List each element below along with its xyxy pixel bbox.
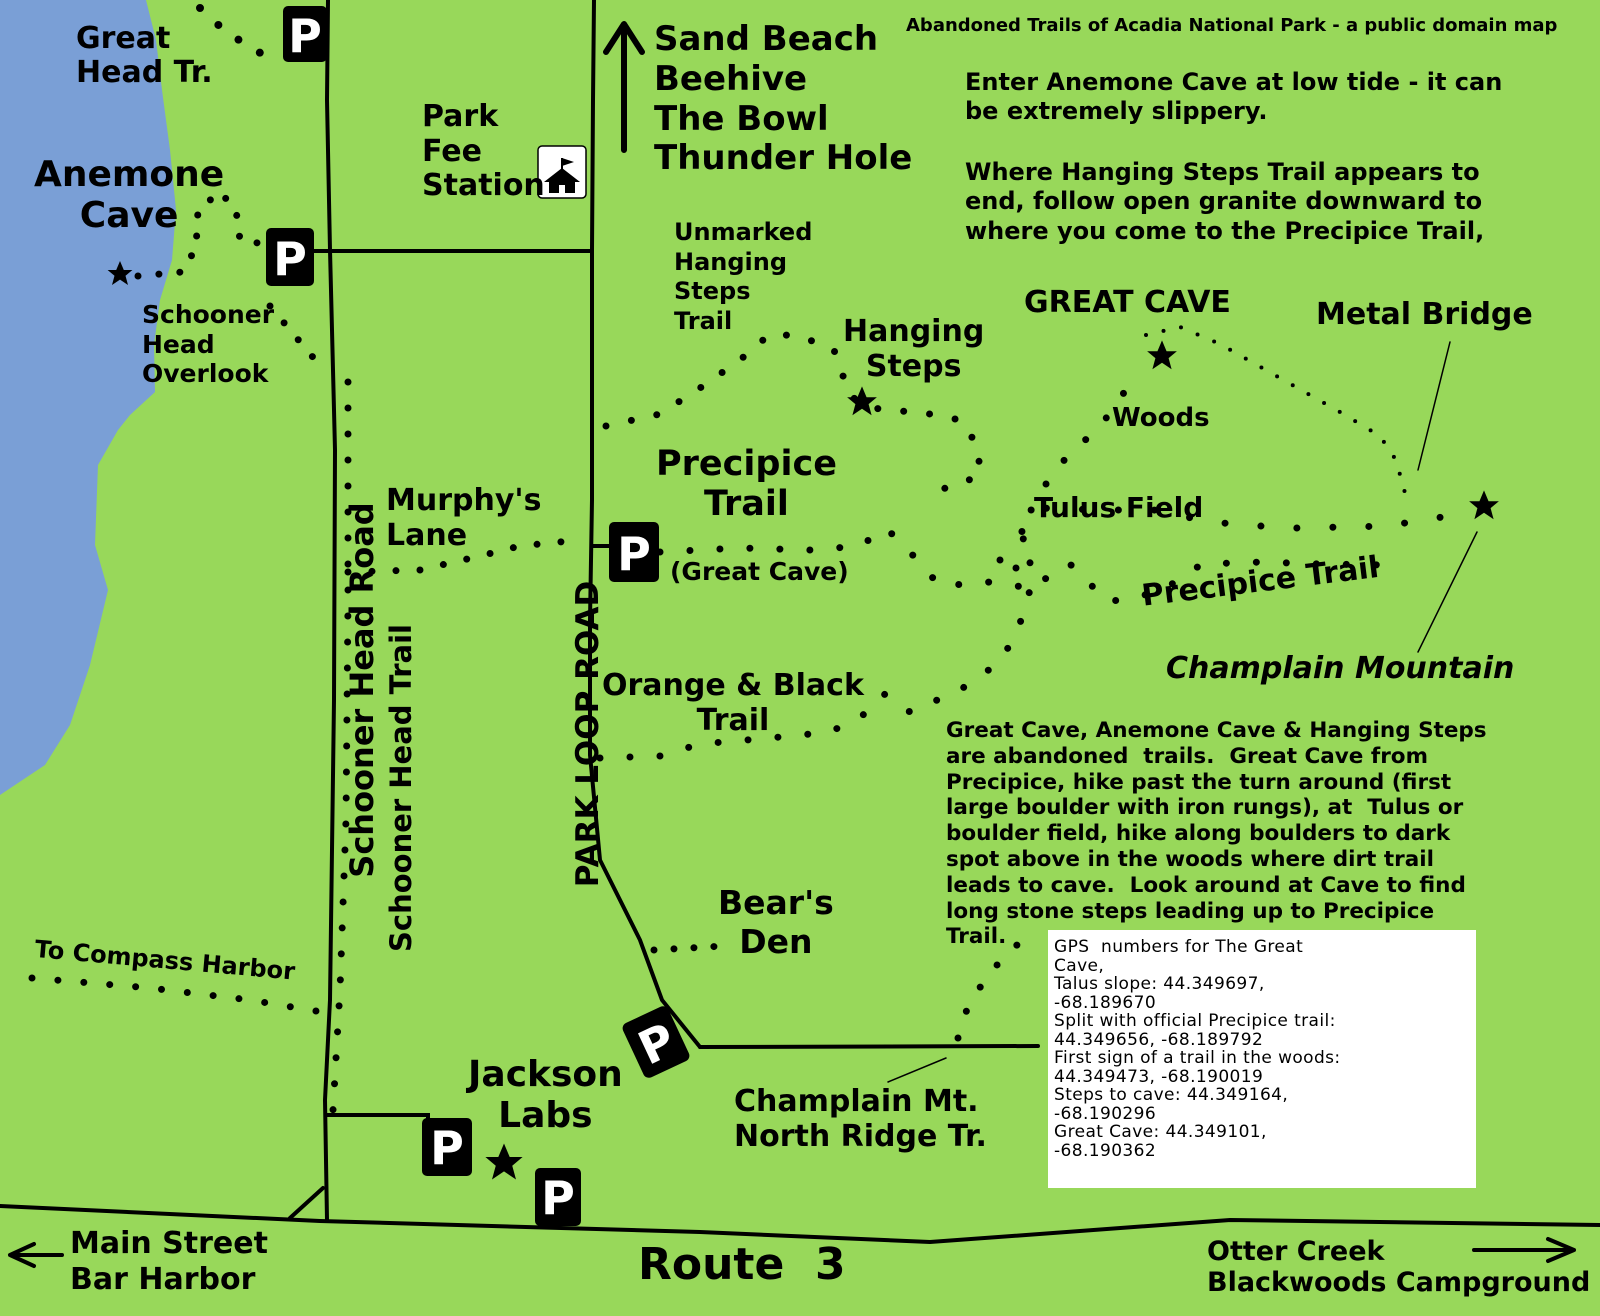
unmarked-hanging-steps-label: Unmarked Hanging Steps Trail [674,218,813,335]
metal-bridge-pointer [1417,341,1451,471]
bears-den-label: Bear's Den [718,883,834,961]
park-loop-road-line [588,0,702,1049]
gps-line: Cave, [1054,955,1105,976]
murphys-lane-label: Murphy's Lane [386,483,542,553]
woods-label: Woods [1112,403,1210,433]
parking-icon: P [609,522,659,582]
stars [107,261,1499,1180]
bar-harbor-spur [288,1186,325,1220]
ocean [0,0,176,795]
parking-icon: P [422,1118,472,1176]
otter-creek-label: Otter Creek Blackwoods Campground [1207,1236,1591,1299]
champlain-north-ridge-label: Champlain Mt. North Ridge Tr. [734,1084,987,1155]
park-loop-road-label: PARK LOOP ROAD [570,580,606,888]
gps-line: 44.349473, -68.190019 [1054,1066,1264,1087]
star-icon [1469,490,1499,520]
gps-line: Talus slope: 44.349697, [1054,974,1265,994]
orange-black-trail-label: Orange & Black Trail [602,668,864,739]
park-fee-station-label: Park Fee Station [422,99,545,203]
gps-line: -68.190296 [1054,1103,1157,1124]
arrows [8,21,1576,1268]
svg-text:P: P [617,527,651,581]
champlain-mountain-label: Champlain Mountain [1166,651,1515,686]
trail-hanging-steps [602,330,984,494]
ranger-station-icon [537,145,587,199]
gps-line: -68.189670 [1054,992,1157,1013]
gps-line: Steps to cave: 44.349164, [1054,1085,1289,1105]
schooner-head-road-line [322,0,338,1222]
svg-text:P: P [273,232,307,286]
map-title: Abandoned Trails of Acadia National Park… [906,15,1558,36]
trail-bears-den [650,942,728,954]
star-icon [847,386,877,416]
great-head-trail-label: Great Head Tr. [76,21,213,90]
schooner-head-trail-label: Schooner Head Trail [384,624,418,952]
gps-line: Great Cave: 44.349101, [1054,1122,1267,1142]
arrow-up-icon [603,21,645,153]
arrow-right-icon [1472,1237,1576,1263]
parking-icon: P [535,1168,581,1226]
schooner-head-overlook-label: Schooner Head Overlook [142,300,275,388]
metal-bridge-label: Metal Bridge [1316,297,1533,332]
thin-line-1 [887,1057,947,1083]
parking-icon: P [622,1006,690,1078]
svg-text:P: P [541,1171,575,1225]
sand-beach-destinations-label: Sand Beach Beehive The Bowl Thunder Hole [654,19,913,179]
roads [0,0,1600,1245]
note-great-cave-directions: Great Cave, Anemone Cave & Hanging Steps… [946,718,1487,950]
trail-schooner-overlook [266,302,326,372]
trail-anemone-cave [134,187,268,280]
parking-icon: P [266,228,314,286]
champlain-pointer [1417,531,1478,653]
route-3-label: Route 3 [638,1239,846,1290]
parking-icon: P [283,6,327,63]
main-street-label: Main Street Bar Harbor [70,1226,268,1297]
note-anemone-cave: Enter Anemone Cave at low tide - it can … [965,68,1503,126]
great-cave-label: GREAT CAVE [1024,285,1231,320]
gps-coordinates-box: GPS numbers for The Great Cave, Talus sl… [1048,930,1476,1188]
parking-signs: P P P P P P [266,6,690,1226]
trail-great-head [196,4,276,64]
precipice-trail-label: Precipice Trail [656,444,837,525]
star-icon [107,261,133,285]
arrow-left-icon [8,1242,64,1268]
star-icon [1147,340,1177,370]
gps-line: 44.349656, -68.189792 [1054,1029,1264,1050]
route-3-line [0,1204,1600,1245]
svg-text:P: P [430,1121,464,1175]
jackson-labs-label: Jackson Labs [468,1054,623,1137]
jackson-labs-road [324,1113,430,1142]
schooner-head-road-label: Schooner Head Road [343,502,381,878]
trail-great-cave-dots [1144,324,1410,506]
north-ridge-road [698,1044,1040,1049]
anemone-cave-label: Anemone Cave [34,154,225,237]
star-icon [485,1143,523,1180]
gps-line: First sign of a trail in the woods: [1054,1048,1341,1068]
gps-line: -68.190362 [1054,1140,1157,1161]
svg-text:P: P [288,9,322,63]
trail-orange-black [596,556,1034,762]
note-hanging-steps: Where Hanging Steps Trail appears to end… [965,158,1485,245]
gps-line: Split with official Precipice trail: [1054,1011,1336,1031]
trail-north-ridge [954,934,1028,1042]
tulus-field-label: Tulus Field [1034,491,1204,524]
great-cave-lot-label: (Great Cave) [670,557,849,586]
trail-schooner-head [329,378,352,1114]
trail-murphys-lane [344,536,584,576]
gps-line: GPS numbers for The Great [1054,937,1304,957]
hanging-steps-label: Hanging Steps [843,314,985,385]
dotted-trails [28,4,1466,1114]
